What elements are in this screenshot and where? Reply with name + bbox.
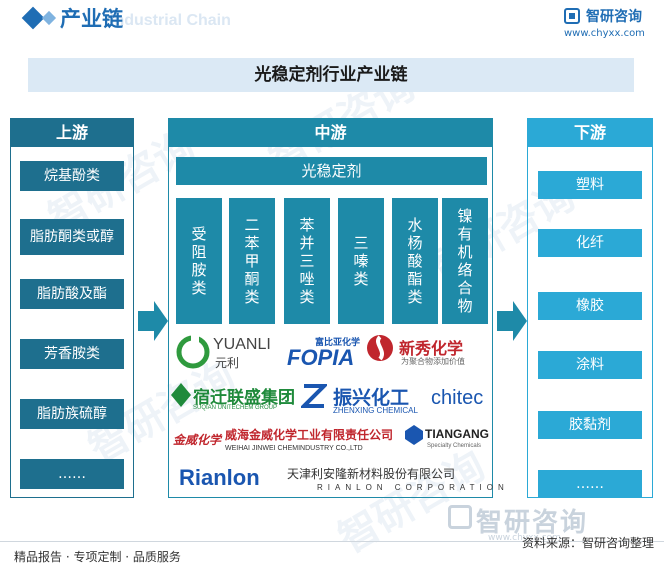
company-logo-jinwei: 威海金威化学工业有限责任公司 WEIHAI JINWEI CHEMINDUSTR… [225, 425, 401, 459]
midstream-header: 中游 [169, 119, 492, 147]
upstream-item: …… [20, 459, 124, 489]
suqian-mark-icon [171, 383, 191, 407]
midstream-panel: 中游 光稳定剂 受阻胺类 二苯甲酮类 苯并三唑类 三嗪类 水杨酸酯类 镍有机络合… [168, 118, 504, 498]
product-category: 二苯甲酮类 [229, 198, 275, 324]
downstream-item: 涂料 [538, 351, 642, 379]
brand-url: www.chyxx.com [564, 28, 645, 39]
brand-watermark-icon [448, 505, 472, 529]
footer-source: 资料来源：智研咨询整理 [521, 536, 654, 550]
page-title-ghost: Industrial Chain [110, 12, 231, 29]
xinxiu-mark-icon [367, 335, 393, 361]
downstream-item: 橡胶 [538, 292, 642, 320]
yuanli-mark-icon [176, 335, 210, 369]
arrow-right-icon [497, 299, 527, 343]
zhenxing-en: ZHENXING CHEMICAL [333, 406, 418, 415]
product-category: 苯并三唑类 [284, 198, 330, 324]
company-logo-fopia: 富比亚化学 FOPIA [281, 335, 361, 370]
upstream-header: 上游 [11, 119, 133, 147]
brand-name: 智研咨询 [586, 9, 642, 25]
brand-watermark-url: www.chyxx.com [488, 533, 561, 543]
header: Industrial Chain 产业链 智研咨询 www.chyxx.com [0, 0, 664, 40]
fopia-en: FOPIA [287, 345, 355, 370]
diamond-icon [41, 10, 57, 26]
fopia-cn: 富比亚化学 [315, 337, 361, 347]
company-logo-xinxiu: 新秀化学 为聚合物添加价值 [365, 333, 490, 371]
footer-tagline: 精品报告 · 专项定制 · 品质服务 [14, 550, 181, 564]
upstream-item: 烷基酚类 [20, 161, 124, 191]
rianlon-sub: RIANLON CORPORATION [317, 483, 509, 492]
rianlon-en: Rianlon [179, 465, 260, 490]
diamond-icon [21, 6, 45, 30]
tiangang-en: TIANGANG [425, 427, 489, 441]
upstream-item: 脂肪酮类或醇 [20, 219, 124, 255]
brand-logo-icon [564, 8, 580, 24]
upstream-item: 脂肪族硫醇 [20, 399, 124, 429]
downstream-item: 胶黏剂 [538, 411, 642, 439]
footer: 精品报告 · 专项定制 · 品质服务 资料来源：智研咨询整理 [0, 536, 664, 569]
company-logo-jinwei-mark: 金威化学 [173, 425, 221, 459]
jinwei-mark: 金威化学 [173, 433, 222, 447]
tiangang-sub: Specialty Chemicals [427, 443, 482, 449]
brand-logo: 智研咨询 www.chyxx.com [564, 6, 654, 40]
downstream-header: 下游 [528, 119, 652, 147]
product-category: 三嗪类 [338, 198, 384, 324]
upstream-item: 芳香胺类 [20, 339, 124, 369]
midstream-product: 光稳定剂 [176, 157, 487, 185]
company-logo-zhenxing: 振兴化工 ZHENXING CHEMICAL [299, 383, 427, 417]
rianlon-cn: 天津利安隆新材料股份有限公司 [287, 467, 456, 481]
suqian-en: SUQIAN UNITECHEM GROUP [193, 405, 278, 411]
yuanli-en: YUANLI [213, 336, 271, 353]
xinxiu-cn: 新秀化学 [399, 341, 464, 358]
chain-title: 光稳定剂行业产业链 [254, 65, 408, 85]
company-logo-rianlon: Rianlon [179, 465, 275, 495]
downstream-item: …… [538, 470, 642, 498]
yuanli-cn: 元利 [215, 356, 240, 370]
product-category: 水杨酸酯类 [392, 198, 438, 324]
zhenxing-cn: 振兴化工 [333, 388, 410, 409]
company-logo-rianlon-cn: 天津利安隆新材料股份有限公司 RIANLON CORPORATION [287, 465, 504, 495]
tiangang-mark-icon [405, 425, 423, 445]
downstream-panel: 下游 塑料 化纤 橡胶 涂料 胶黏剂 …… [527, 118, 653, 498]
product-category: 镍有机络合物 [442, 198, 488, 324]
downstream-item: 化纤 [538, 229, 642, 257]
product-category: 受阻胺类 [176, 198, 222, 324]
upstream-item: 脂肪酸及酯 [20, 279, 124, 309]
page-title: 产业链 [60, 7, 123, 31]
suqian-cn: 宿迁联盛集团 [193, 388, 295, 407]
company-logo-yuanli: YUANLI 元利 [175, 335, 275, 370]
chain-banner: 光稳定剂行业产业链 [28, 58, 634, 92]
brand-watermark: 智研咨询 [476, 508, 589, 538]
xinxiu-sub: 为聚合物添加价值 [401, 357, 465, 366]
upstream-panel: 上游 烷基酚类 脂肪酮类或醇 脂肪酸及酯 芳香胺类 脂肪族硫醇 …… [10, 118, 134, 498]
zhenxing-mark-icon [299, 384, 329, 408]
downstream-item: 塑料 [538, 171, 642, 199]
company-logo-tiangang: TIANGANG Specialty Chemicals [405, 425, 489, 459]
arrow-right-icon [138, 299, 168, 343]
company-logo-chitec: chitec [431, 387, 489, 415]
jinwei-en: WEIHAI JINWEI CHEMINDUSTRY CO.,LTD [225, 445, 363, 452]
chitec-en: chitec [431, 387, 484, 409]
company-logo-suqian: 宿迁联盛集团 SUQIAN UNITECHEM GROUP [171, 383, 299, 417]
jinwei-cn: 威海金威化学工业有限责任公司 [225, 428, 394, 442]
